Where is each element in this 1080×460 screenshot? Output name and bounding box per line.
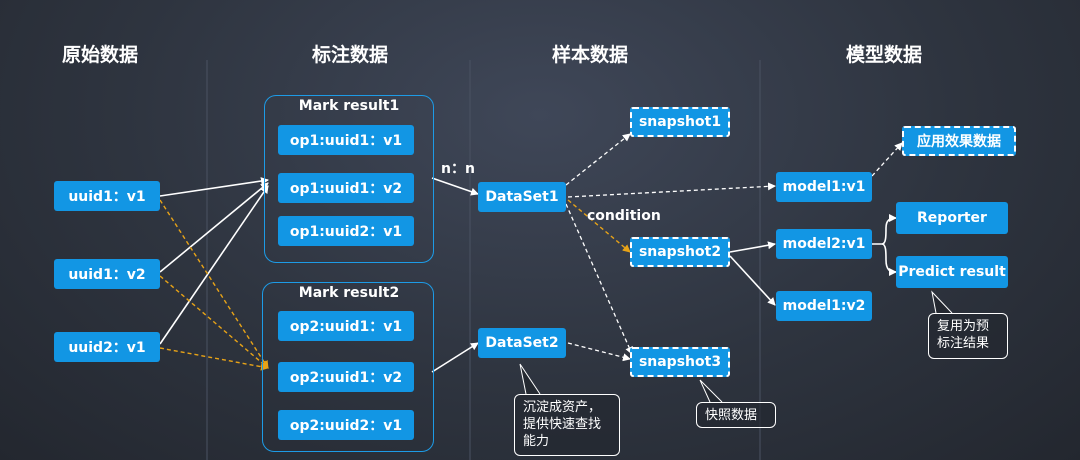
header-raw-data: 原始数据 [61,44,138,66]
model1-v1-node[interactable]: model1:v1 [776,172,872,202]
link-mark2-to-dataset2 [431,342,479,373]
mark-result2-group [262,282,434,452]
snapshot-data-callout: 快照数据 [696,402,776,428]
mark1-item-2[interactable]: op1:uuid1：v2 [278,173,414,203]
dataset-asset-callout: 沉淀成资产，提供快速查找能力 [514,394,620,456]
mark-result1-group [264,95,434,263]
dataset1-node[interactable]: DataSet1 [478,182,566,212]
header-model-data: 模型数据 [845,44,922,66]
callout-pointer [519,363,541,395]
link-model2v1-branch [872,214,897,245]
model1-v2-node[interactable]: model1:v2 [776,291,872,321]
raw-node-uuid1-v2[interactable]: uuid1：v2 [54,259,160,289]
snapshot2-node[interactable]: snapshot2 [630,237,730,267]
mark2-item-3[interactable]: op2:uuid2：v1 [278,410,414,440]
link-mark1-to-dataset1 [431,177,479,196]
app-effect-data-node[interactable]: 应用效果数据 [902,126,1016,156]
predict-result-node[interactable]: Predict result [896,256,1008,288]
header-sample-data: 样本数据 [551,44,628,66]
mark1-item-3[interactable]: op1:uuid2：v1 [278,216,414,246]
link-uuid1v1-to-mark1 [159,177,269,197]
reporter-node[interactable]: Reporter [896,202,1008,234]
mark2-item-1[interactable]: op2:uuid1：v1 [278,311,414,341]
mark2-item-2[interactable]: op2:uuid1：v2 [278,362,414,392]
header-labeled-data: 标注数据 [311,44,388,66]
link-snapshot2-to-model1v2 [729,255,776,306]
edge-label-n-to-n: n：n [441,161,475,177]
link-uuid2v1-to-mark1 [159,185,269,345]
predict-reuse-callout: 复用为预标注结果 [928,313,1008,359]
edge-label-condition: condition [587,208,661,224]
raw-node-uuid2-v1[interactable]: uuid2：v1 [54,332,160,362]
link-model2v1-branch [881,243,897,276]
link-uuid1v1-to-mark2 [159,199,269,369]
mark-result1-title: Mark result1 [298,98,400,114]
link-uuid1v2-to-mark2 [159,275,269,369]
raw-node-uuid1-v1[interactable]: uuid1：v1 [54,181,160,211]
link-dataset1-to-snapshot1 [565,133,631,186]
model2-v1-node[interactable]: model2:v1 [776,229,872,259]
link-dataset1-to-model1v1 [567,182,776,198]
snapshot3-node[interactable]: snapshot3 [630,347,730,377]
mark-result2-title: Mark result2 [298,285,400,301]
link-model1v1-to-app-effect [871,142,903,177]
link-uuid2v1-to-mark2 [159,347,269,371]
link-dataset1-to-snapshot3 [565,203,633,355]
link-dataset2-to-snapshot3 [567,342,631,362]
link-uuid1v2-to-mark1 [159,182,269,273]
callout-pointer [931,290,953,314]
callout-pointer [699,379,723,403]
snapshot1-node[interactable]: snapshot1 [630,107,730,137]
dataset2-node[interactable]: DataSet2 [478,328,566,358]
mark1-item-1[interactable]: op1:uuid1：v1 [278,125,414,155]
link-snapshot2-to-model2v1 [729,241,776,253]
